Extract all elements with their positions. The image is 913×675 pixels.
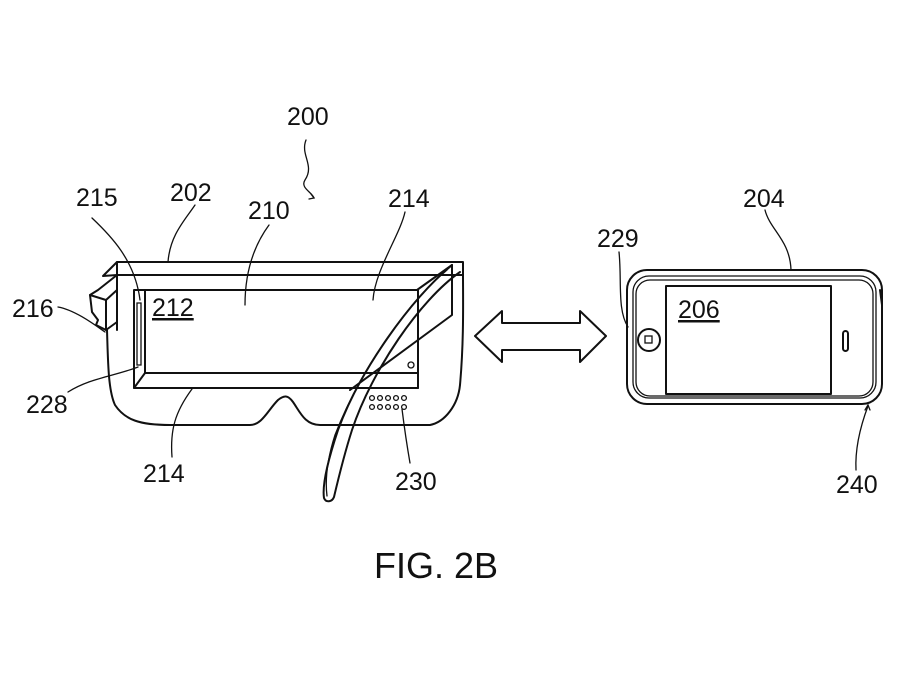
- speaker-grille: [368, 394, 408, 411]
- leader-lines: [57, 139, 871, 471]
- headset-strap: [322, 264, 461, 503]
- strap-mount: [89, 274, 118, 331]
- label-206: 206: [678, 296, 720, 324]
- label-214-top: 214: [388, 185, 430, 213]
- label-200: 200: [287, 103, 329, 131]
- phone: [626, 269, 883, 405]
- headset-body-outline: [106, 274, 465, 426]
- label-202: 202: [170, 179, 212, 207]
- figure-caption: FIG. 2B: [374, 545, 498, 586]
- label-214-bottom: 214: [143, 460, 185, 488]
- label-216: 216: [12, 295, 54, 323]
- slot: [136, 302, 142, 366]
- label-240: 240: [836, 471, 878, 499]
- double-headed-arrow-icon: [474, 310, 607, 363]
- label-204: 204: [743, 185, 785, 213]
- earpiece: [842, 330, 849, 352]
- label-212: 212: [152, 294, 194, 322]
- label-215: 215: [76, 184, 118, 212]
- label-210: 210: [248, 197, 290, 225]
- phone-screen: [665, 285, 832, 395]
- home-button-icon: [637, 328, 661, 352]
- headset: [89, 261, 465, 503]
- headset-top-edge: [116, 261, 464, 276]
- label-230: 230: [395, 468, 437, 496]
- phone-case-outline: [626, 269, 883, 405]
- label-228: 228: [26, 391, 68, 419]
- indicator-dot: [407, 361, 415, 369]
- label-229: 229: [597, 225, 639, 253]
